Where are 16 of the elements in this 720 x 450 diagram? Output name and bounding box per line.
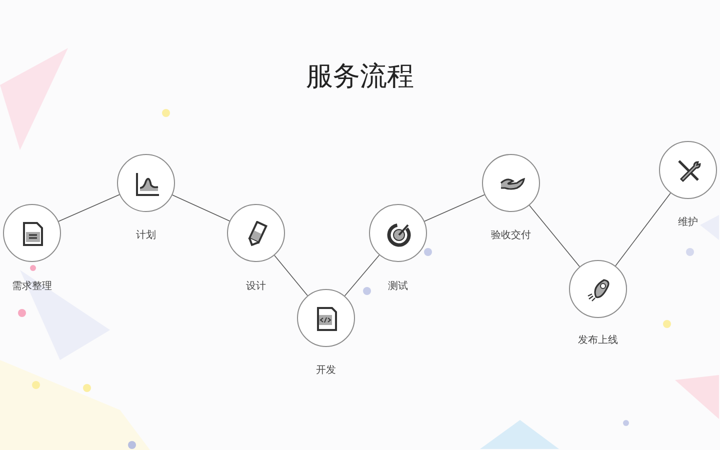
step-label: 开发 bbox=[316, 364, 336, 377]
connector-line bbox=[529, 205, 580, 267]
step-label: 测试 bbox=[388, 280, 408, 293]
connector-line bbox=[344, 254, 380, 296]
step-label: 验收交付 bbox=[491, 228, 531, 242]
connector-line bbox=[615, 192, 671, 266]
connector-line bbox=[172, 194, 230, 222]
step-label: 计划 bbox=[136, 228, 156, 242]
connector-line bbox=[424, 194, 485, 222]
step-label: 需求整理 bbox=[12, 280, 52, 293]
connector-line bbox=[58, 194, 120, 222]
connector-line bbox=[274, 254, 308, 296]
step-label: 维护 bbox=[678, 216, 698, 229]
step-label: 发布上线 bbox=[578, 334, 618, 347]
step-label: 设计 bbox=[246, 280, 266, 293]
title: 服务流程 bbox=[305, 60, 415, 94]
